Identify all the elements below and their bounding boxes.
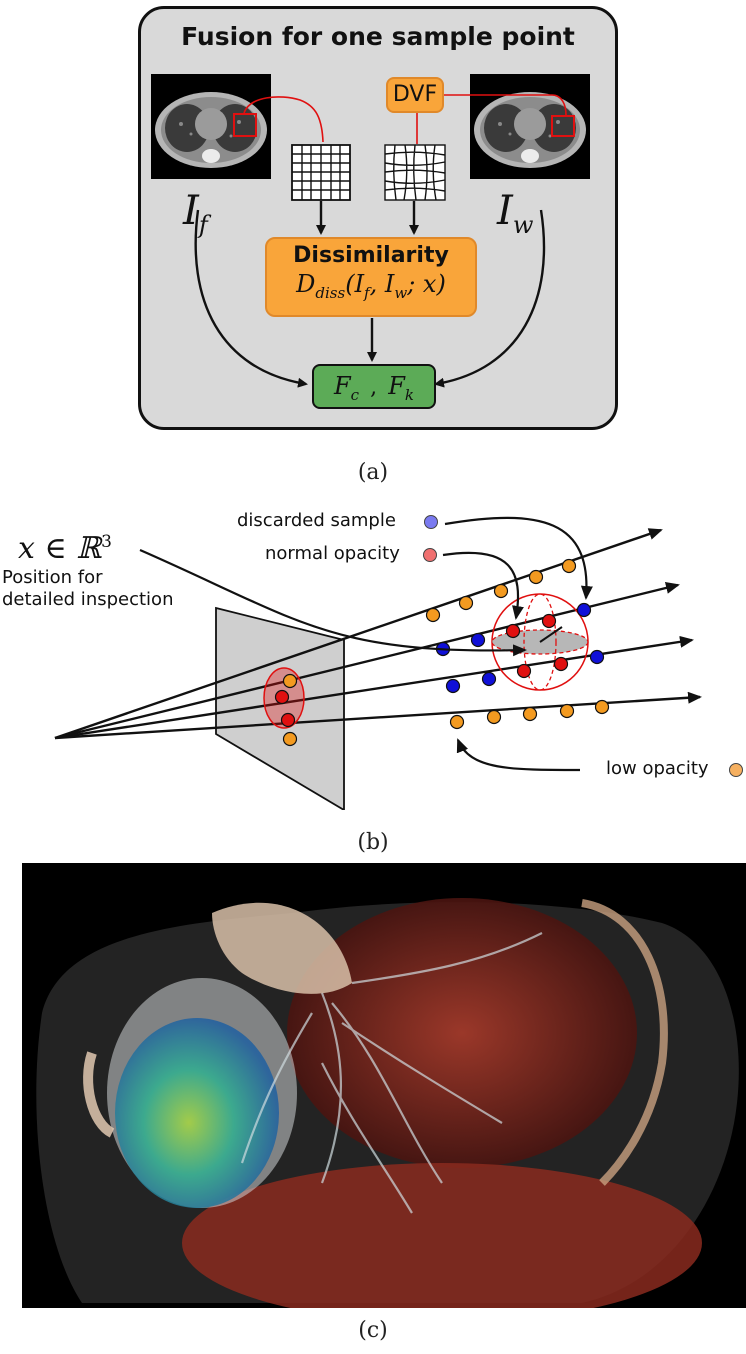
dvf-label: DVF: [392, 82, 438, 107]
output-fc: Fc: [334, 372, 360, 404]
panel-a-title: Fusion for one sample point: [181, 22, 575, 51]
fixed-roi-link: [243, 96, 324, 143]
volume-rendering-image: [22, 863, 746, 1308]
warped-roi-box: [551, 115, 575, 137]
legend-low-label: low opacity: [606, 758, 709, 779]
caption-c: (c): [358, 1318, 388, 1343]
panel-b-diagram: [54, 515, 743, 810]
output-fk: Fk: [388, 372, 414, 404]
dissimilarity-formula: Ddiss(If, Iw; x): [296, 270, 446, 302]
regular-grid-icon: [291, 144, 351, 201]
legend-discarded-dot: [424, 515, 438, 529]
legend-normal-dot: [423, 548, 437, 562]
image-plane: [215, 606, 345, 810]
position-math: x ∈ ℝ3: [18, 531, 112, 566]
position-desc: Position for detailed inspection: [2, 567, 174, 610]
dvf-link: [444, 94, 567, 116]
panel-a-connectors: [194, 94, 567, 388]
dissimilarity-box: Dissimilarity Ddiss(If, Iw; x): [265, 237, 477, 317]
fixed-roi-box: [233, 113, 257, 137]
legend-discarded-label: discarded sample: [237, 510, 396, 531]
fixed-image-label: If: [183, 188, 208, 239]
output-box: Fc , Fk: [312, 364, 436, 409]
dissimilarity-title: Dissimilarity: [293, 243, 449, 268]
output-separator: ,: [370, 375, 378, 400]
warped-image-label: Iw: [497, 188, 534, 239]
caption-a: (a): [357, 460, 389, 485]
warped-ct-image: [470, 74, 590, 179]
legend-low-dot: [729, 763, 743, 777]
deformed-grid-icon: [384, 144, 446, 201]
caption-b: (b): [357, 830, 389, 855]
dvf-box: DVF: [386, 77, 444, 113]
legend-normal-label: normal opacity: [265, 543, 400, 564]
